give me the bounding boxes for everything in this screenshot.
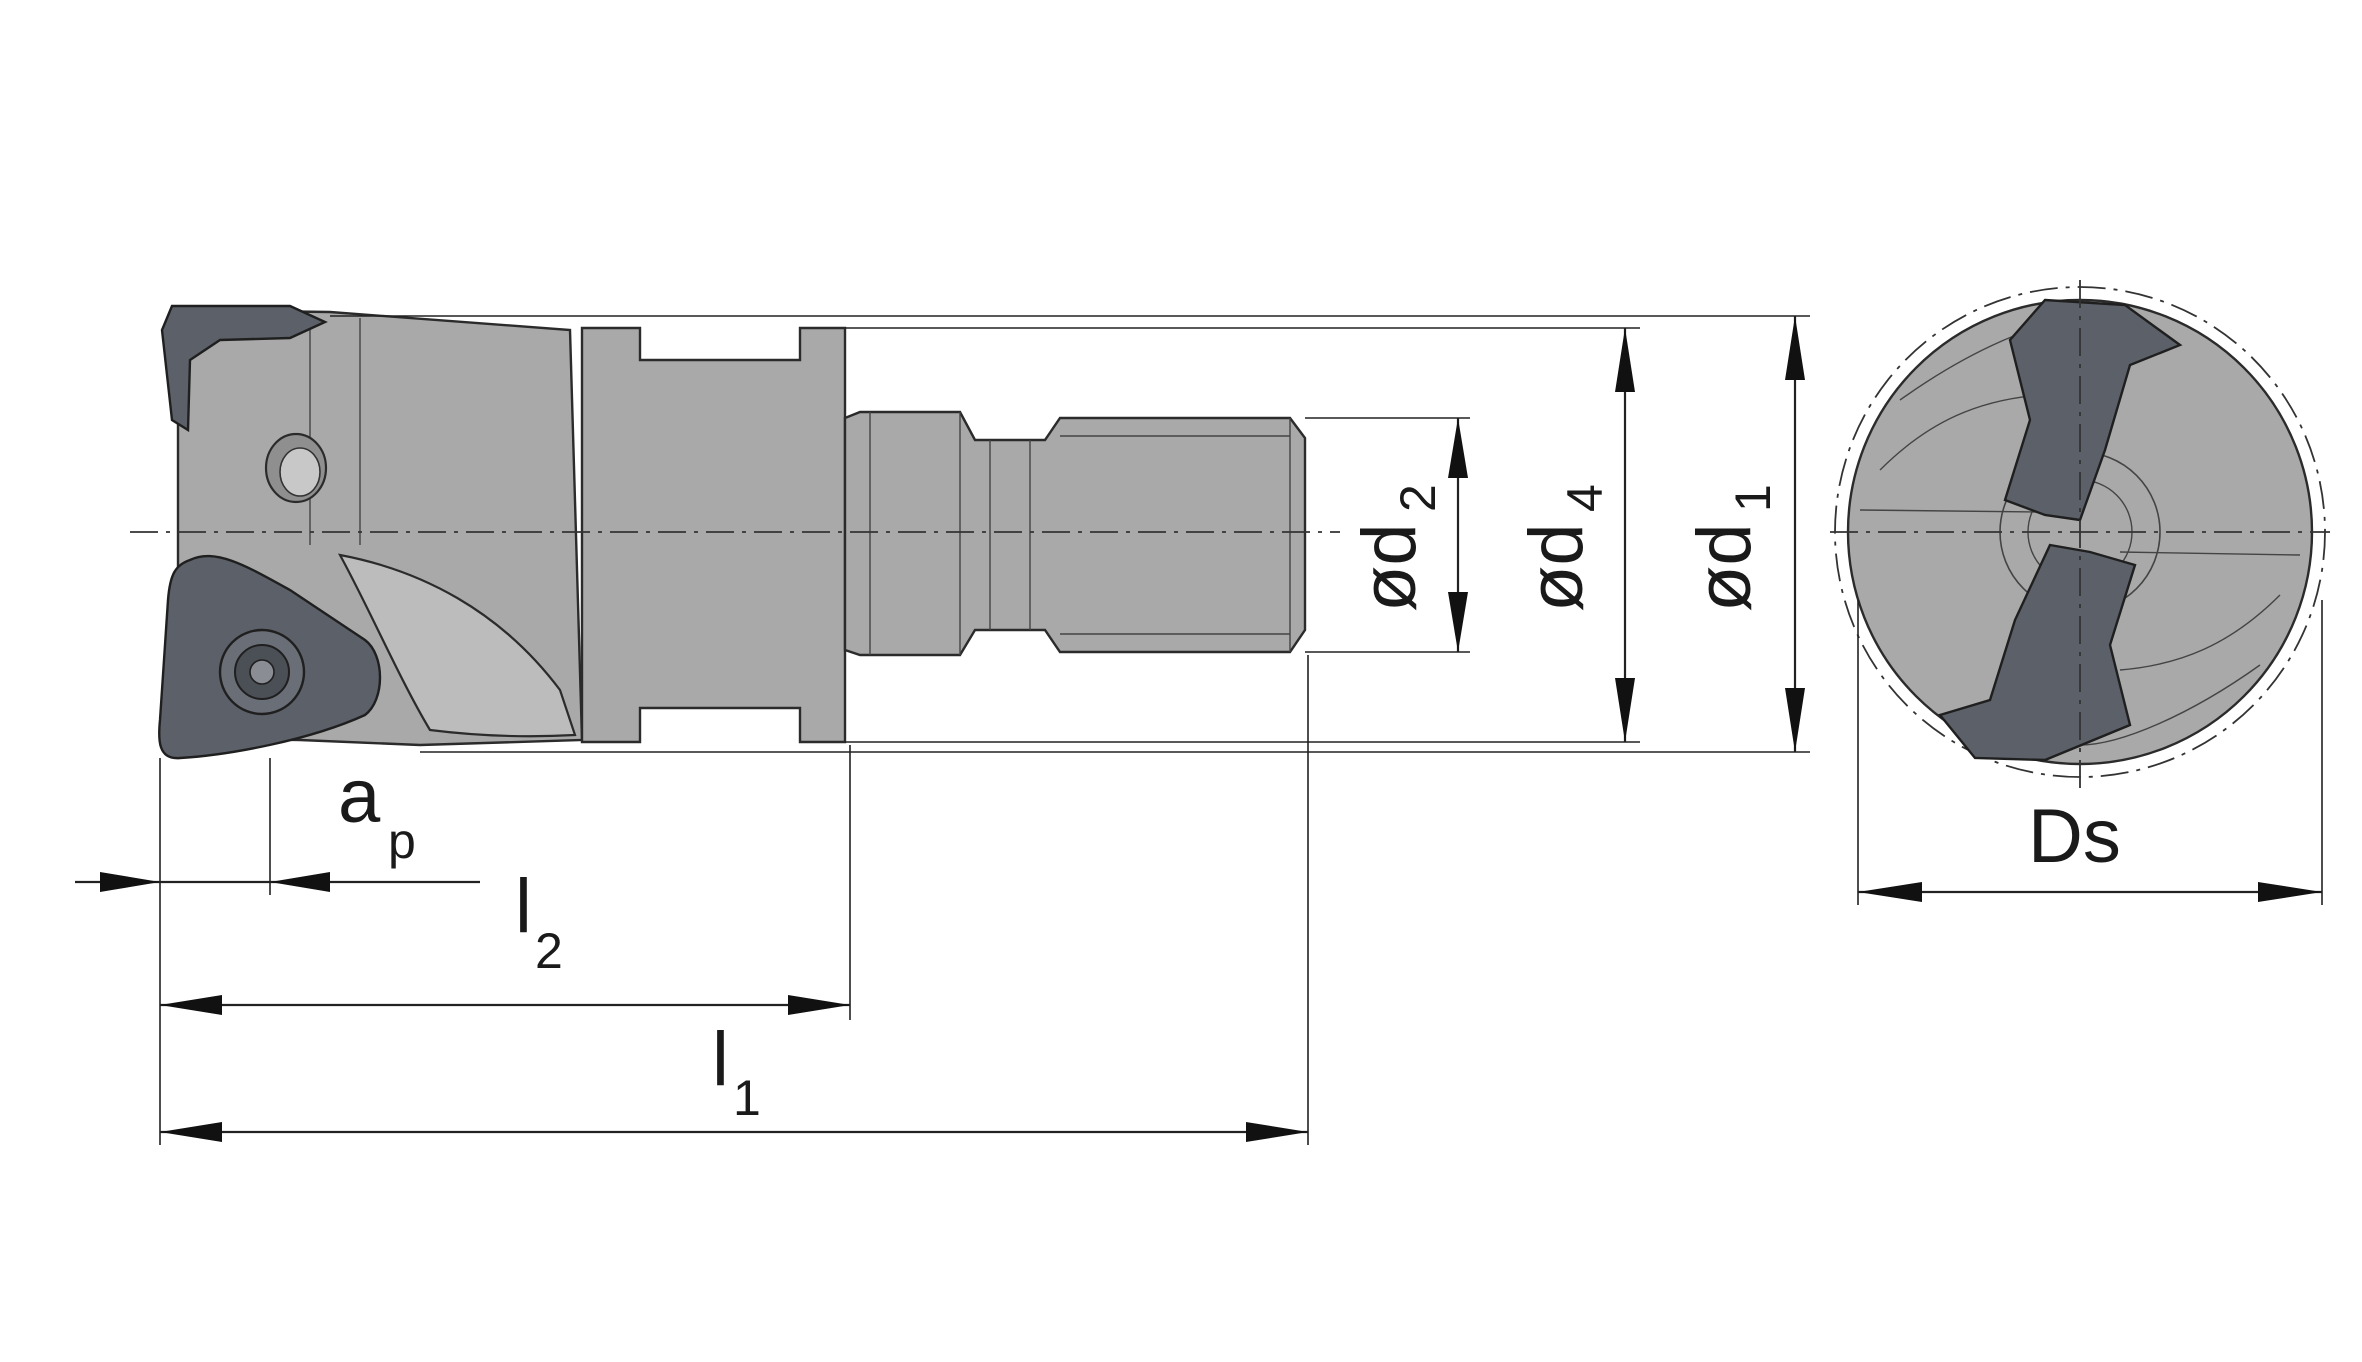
label-d4-main: ød: [1514, 523, 1599, 612]
label-ap-main: a: [338, 754, 381, 839]
label-d1-sub: 1: [1725, 484, 1781, 512]
front-insert-lower[interactable]: [1937, 543, 2137, 762]
label-l2-main: l: [515, 864, 532, 949]
tool-shank: [843, 410, 1307, 657]
tool-front-view: [1830, 280, 2330, 790]
connection-flange: [580, 326, 847, 744]
label-l1-sub: 1: [733, 1070, 761, 1126]
label-ap-sub: p: [388, 813, 416, 869]
label-d4-sub: 4: [1557, 484, 1613, 512]
label-d1-main: ød: [1682, 523, 1767, 612]
label-l1-main: l: [712, 1017, 729, 1102]
label-d4: ød 4: [1514, 484, 1613, 612]
label-d1: ød 1: [1682, 484, 1781, 612]
label-d2: ød 2: [1347, 484, 1446, 612]
label-l2-sub: 2: [535, 923, 563, 979]
top-insert[interactable]: [160, 304, 328, 433]
label-d2-sub: 2: [1390, 484, 1446, 512]
tool-side-view: [157, 304, 1307, 760]
chip-flute: [337, 553, 577, 738]
label-ds: Ds: [2028, 794, 2121, 879]
label-d2-main: ød: [1347, 523, 1432, 612]
dimensions: [75, 315, 2323, 1145]
